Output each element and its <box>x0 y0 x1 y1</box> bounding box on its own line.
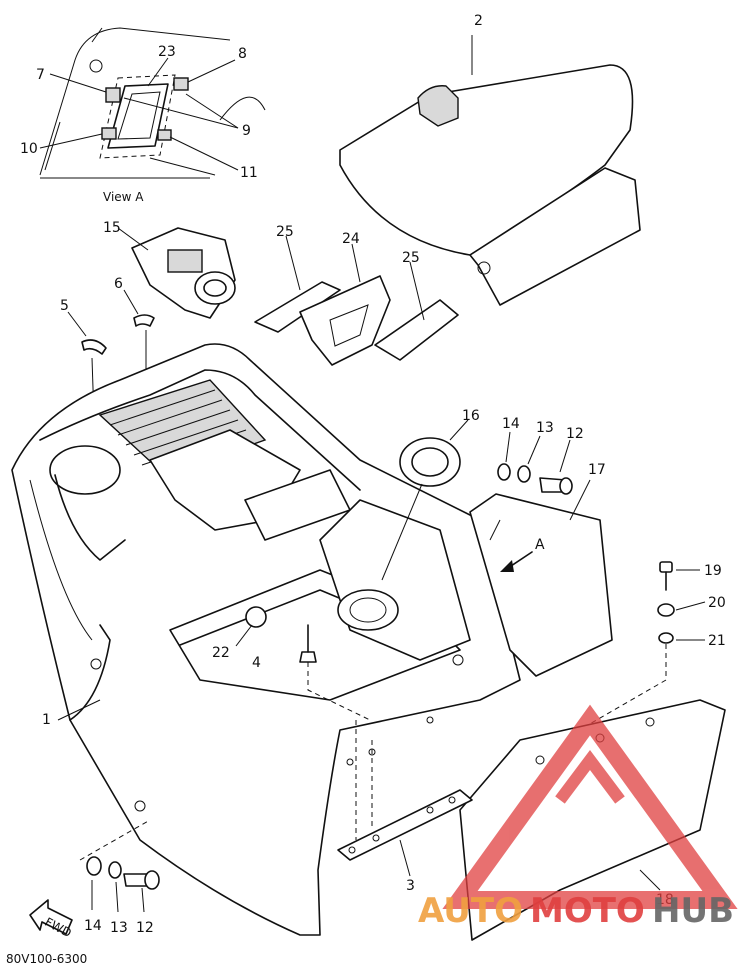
part-code: 80V100-6300 <box>6 952 87 966</box>
callout-5: 5 <box>60 298 69 314</box>
callout-20: 20 <box>708 595 726 611</box>
part-2-cover <box>339 35 641 306</box>
callout-25b: 25 <box>402 250 420 266</box>
fasteners-upper <box>497 431 573 495</box>
callout-7: 7 <box>36 67 45 83</box>
part-17-side-panel <box>469 479 613 677</box>
fwd-arrow-icon: FWD <box>29 899 74 940</box>
callout-11: 11 <box>240 165 258 181</box>
part-1-main-body <box>11 343 521 936</box>
arrow-a-label: A <box>535 537 545 553</box>
callout-13a: 13 <box>536 420 554 436</box>
callout-14a: 14 <box>502 416 520 432</box>
callout-12b: 12 <box>136 920 154 936</box>
callout-22: 22 <box>212 645 230 661</box>
callout-9: 9 <box>242 123 251 139</box>
callout-1: 1 <box>42 712 51 728</box>
view-a-inset <box>39 27 266 179</box>
watermark-text-auto: AUTO <box>418 891 523 931</box>
watermark-logo <box>442 704 738 909</box>
watermark-text-hub: HUB <box>652 891 734 931</box>
callout-12a: 12 <box>566 426 584 442</box>
callout-24: 24 <box>342 231 360 247</box>
callout-19: 19 <box>704 563 722 579</box>
callout-3: 3 <box>406 878 415 894</box>
callout-21: 21 <box>708 633 726 649</box>
callout-23: 23 <box>158 44 176 60</box>
part-15-trim-cap <box>117 227 236 319</box>
callout-14b: 14 <box>84 918 102 934</box>
fasteners-lower <box>79 819 160 913</box>
part-16-grommet <box>381 419 469 581</box>
callout-8: 8 <box>238 46 247 62</box>
callout-10: 10 <box>20 141 38 157</box>
callout-4: 4 <box>252 655 261 671</box>
callout-25a: 25 <box>276 224 294 240</box>
parts-24-25-brackets <box>254 235 459 366</box>
part-22-plug <box>235 606 267 647</box>
callout-16: 16 <box>462 408 480 424</box>
callout-6: 6 <box>114 276 123 292</box>
callout-17: 17 <box>588 462 606 478</box>
callout-13b: 13 <box>110 920 128 936</box>
callout-2: 2 <box>474 13 483 29</box>
watermark-text-moto: MOTO <box>530 891 645 931</box>
watermark-triangle-icon <box>442 704 738 909</box>
callout-15: 15 <box>103 220 121 236</box>
view-a-caption: View A <box>103 190 144 204</box>
callouts: 2 23 8 7 9 10 11 View A 15 25 24 25 6 5 … <box>6 13 726 966</box>
part-3-bracket <box>337 720 473 877</box>
part-4-screw <box>299 624 371 721</box>
